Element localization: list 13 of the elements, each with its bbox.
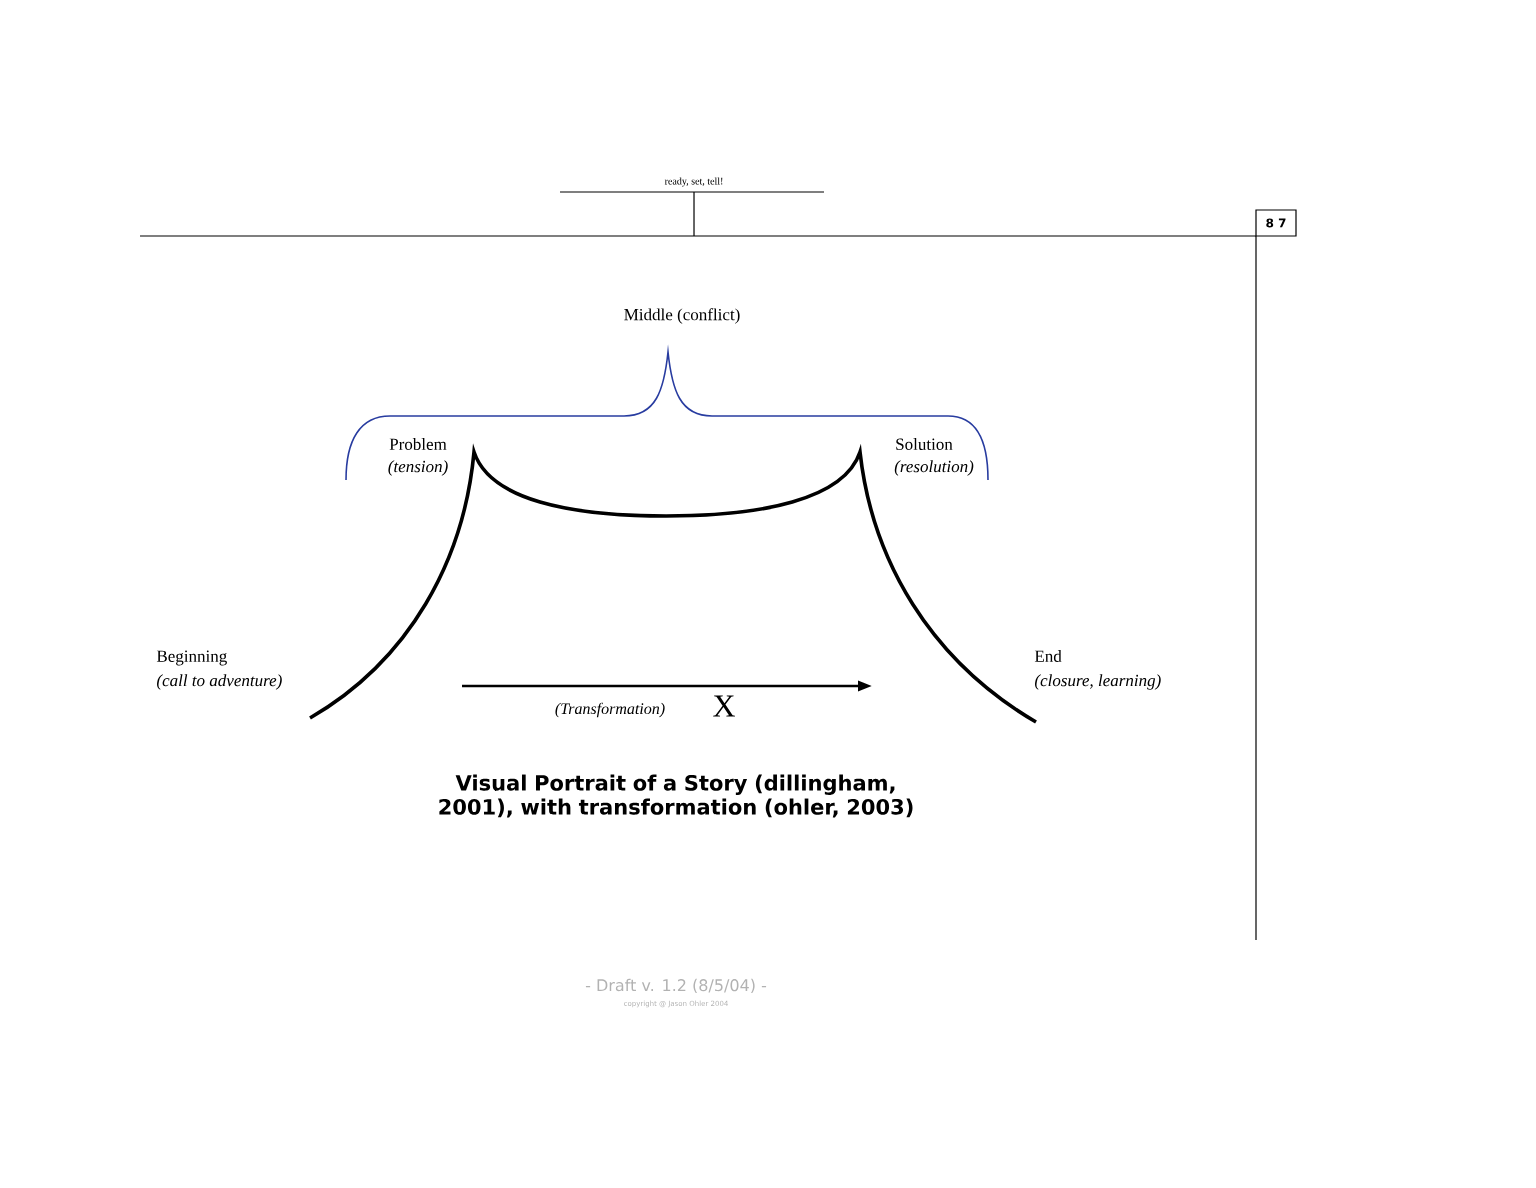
caption: Visual Portrait of a Story (dillingham, 2001), with transformation (ohler, 2003) (439, 774, 913, 818)
stage-label: Beginning (156, 650, 227, 666)
stage-note: (tension) (388, 460, 448, 476)
section-label: Middle (conflict) (624, 308, 740, 324)
stage-label: Solution (896, 438, 953, 450)
stage-label: End (1034, 650, 1062, 662)
arrow-label: (Transformation) (555, 702, 665, 718)
stage-note: (call to adventure) (157, 674, 282, 690)
stage-note: (closure, learning) (1035, 674, 1161, 690)
variable-label: X (713, 695, 735, 717)
stage-label: Problem (389, 438, 447, 450)
draft-note: - Draft v. 1.2 (8/5/04) - (585, 978, 767, 994)
stage-note: (resolution) (894, 460, 974, 476)
